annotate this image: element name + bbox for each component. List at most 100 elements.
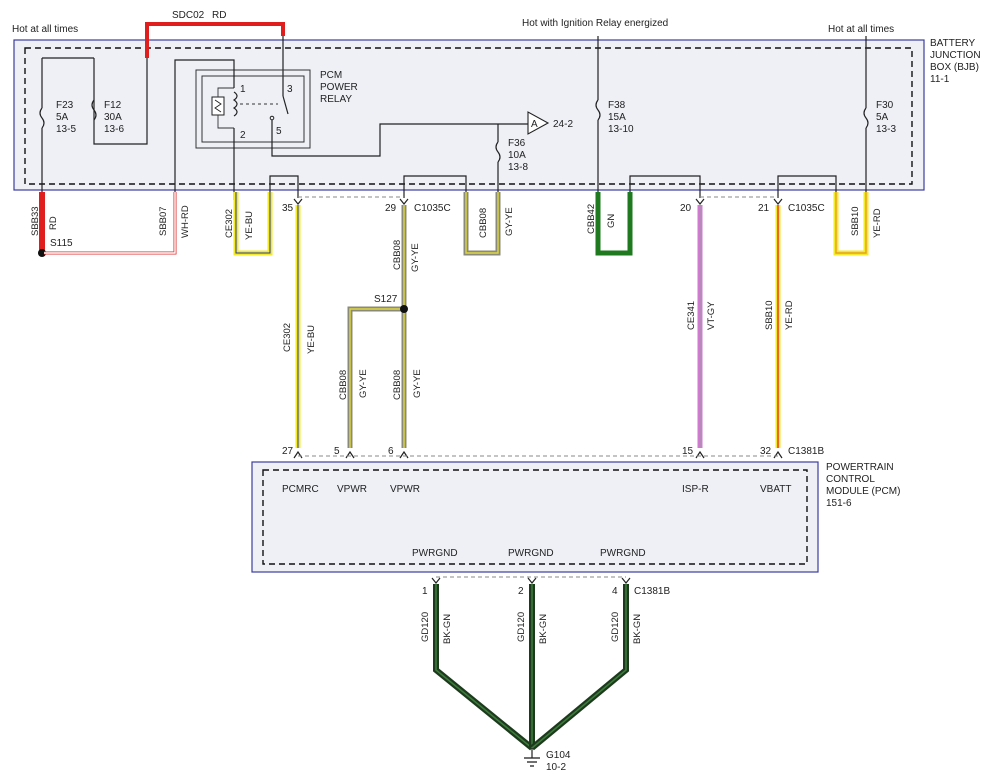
cbb08-color-upper: GY-YE [410, 243, 421, 272]
pcm-pin-vpwr-2: VPWR [390, 484, 420, 495]
connector-a-letter: A [531, 119, 538, 130]
pcm-pin-vbatt: VBATT [760, 484, 791, 495]
sbb07-wire-inner [44, 192, 176, 254]
pin-29: 29 [385, 203, 397, 214]
bjb-loop-pin29 [403, 175, 467, 198]
pin-27: 27 [282, 446, 294, 457]
pcm-box [251, 461, 819, 573]
cbb08-stripe-loop [465, 192, 499, 254]
f12-amps: 30A [104, 112, 122, 123]
ce302-color-upper: YE-BU [244, 211, 255, 240]
splice-s115: S115 [50, 238, 73, 249]
pin-4: 4 [612, 586, 618, 597]
relay-label-3: RELAY [320, 94, 352, 105]
f12-output-line [93, 58, 148, 145]
sbb07-circuit: SBB07 [158, 206, 169, 236]
ce302-color-down: YE-BU [306, 325, 317, 354]
pin6-chevron-icon [399, 450, 409, 459]
pin-5: 5 [334, 446, 340, 457]
pin-2: 2 [518, 586, 524, 597]
pin-32: 32 [760, 446, 772, 457]
gd120-wire-left [433, 584, 534, 751]
f12-name: F12 [104, 100, 122, 111]
pin20-chevron-icon [695, 198, 705, 205]
connector-c1035c-left: C1035C [414, 203, 451, 214]
f36-amps: 10A [508, 150, 526, 161]
connector-c1035c-right: C1035C [788, 203, 825, 214]
gd120-circuit-left: GD120 [420, 612, 431, 642]
cbb08-circuit-upper: CBB08 [392, 240, 403, 270]
relay-coil-symbol [232, 91, 238, 117]
ground-ref: 10-2 [546, 762, 566, 773]
f38-ref: 13-10 [608, 124, 634, 135]
pcm-pwrgnd-1: PWRGND [412, 548, 458, 559]
pin35-chevron-icon [293, 198, 303, 205]
cbb42-wire [595, 192, 633, 256]
pin-21: 21 [758, 203, 770, 214]
relay-coil-top [217, 87, 234, 97]
pin29-chevron-icon [399, 198, 409, 205]
header-middle: Hot with Ignition Relay energized [522, 18, 668, 29]
connector-a-ref: 24-2 [553, 119, 573, 130]
pin-1: 1 [422, 586, 428, 597]
sbb10-stripe-loop [835, 192, 867, 254]
pcm-label-1: POWERTRAIN [826, 462, 894, 473]
bjb-ref: 11-1 [930, 74, 950, 85]
ground-name: G104 [546, 750, 571, 761]
sbb10-circuit-down: SBB10 [764, 300, 775, 330]
bjb-loop-pin35 [269, 175, 299, 198]
sdc02-wire [145, 22, 285, 58]
bjb-inner-outline [24, 47, 913, 185]
f30-ref: 13-3 [876, 124, 896, 135]
relay-outer-box [195, 69, 311, 149]
gd120-color-left: BK-GN [442, 614, 453, 644]
gd120-wire-right [530, 584, 629, 751]
header-right: Hot at all times [828, 24, 894, 35]
relay-label-1: PCM [320, 70, 342, 81]
gd120-stripe-right [531, 584, 627, 749]
relay-inner-box [201, 75, 305, 143]
bjb-loop-pin20 [629, 175, 701, 198]
s115-splice-dot [38, 249, 46, 257]
ce302-circuit-down: CE302 [282, 323, 293, 352]
pin4-chevron-icon [621, 577, 631, 584]
sdc02-color: RD [212, 10, 226, 21]
relay-output-bus [271, 120, 498, 157]
connector-c1381b-top: C1381B [788, 446, 824, 457]
relay-pin-2: 2 [240, 130, 246, 141]
sdc02-circuit: SDC02 [172, 10, 205, 21]
sbb10-color-loop: YE-RD [872, 208, 883, 238]
gd120-color-middle: BK-GN [538, 614, 549, 644]
splice-s127: S127 [374, 294, 398, 305]
cbb42-circuit: CBB42 [586, 204, 597, 234]
cbb08-circuit-loop: CBB08 [478, 208, 489, 238]
sbb10-color-down: YE-RD [784, 300, 795, 330]
connector-c1381b-bottom: C1381B [634, 586, 670, 597]
f36-name: F36 [508, 138, 526, 149]
bjb-label-3: BOX (BJB) [930, 62, 979, 73]
f12-fuse-icon [91, 99, 97, 121]
pin-6: 6 [388, 446, 394, 457]
f30-fuse-icon [863, 107, 869, 129]
cbb08-color-loop: GY-YE [504, 207, 515, 236]
ce302-stripe-upper [235, 192, 271, 254]
sbb33-color: RD [48, 216, 59, 230]
relay-switch-arm [282, 95, 289, 115]
pcm-ref: 151-6 [826, 498, 852, 509]
pin2-chevron-icon [527, 577, 537, 584]
cbb08-color-right: GY-YE [412, 369, 423, 398]
gd120-stripe-left [435, 584, 533, 749]
cbb42-color: GN [606, 214, 617, 228]
cbb08-circuit-left: CBB08 [338, 370, 349, 400]
f36-fuse-icon [495, 141, 501, 163]
pcm-pin-pcmrc: PCMRC [282, 484, 319, 495]
f38-fuse-icon [595, 99, 601, 121]
pcm-label-2: CONTROL [826, 474, 875, 485]
bjb-box [13, 39, 925, 191]
f36-ref: 13-8 [508, 162, 528, 173]
pin-35: 35 [282, 203, 294, 214]
pin32-chevron-icon [773, 450, 783, 459]
f38-name: F38 [608, 100, 626, 111]
sbb07-internal-line [174, 59, 235, 195]
cbb08-color-left: GY-YE [358, 369, 369, 398]
